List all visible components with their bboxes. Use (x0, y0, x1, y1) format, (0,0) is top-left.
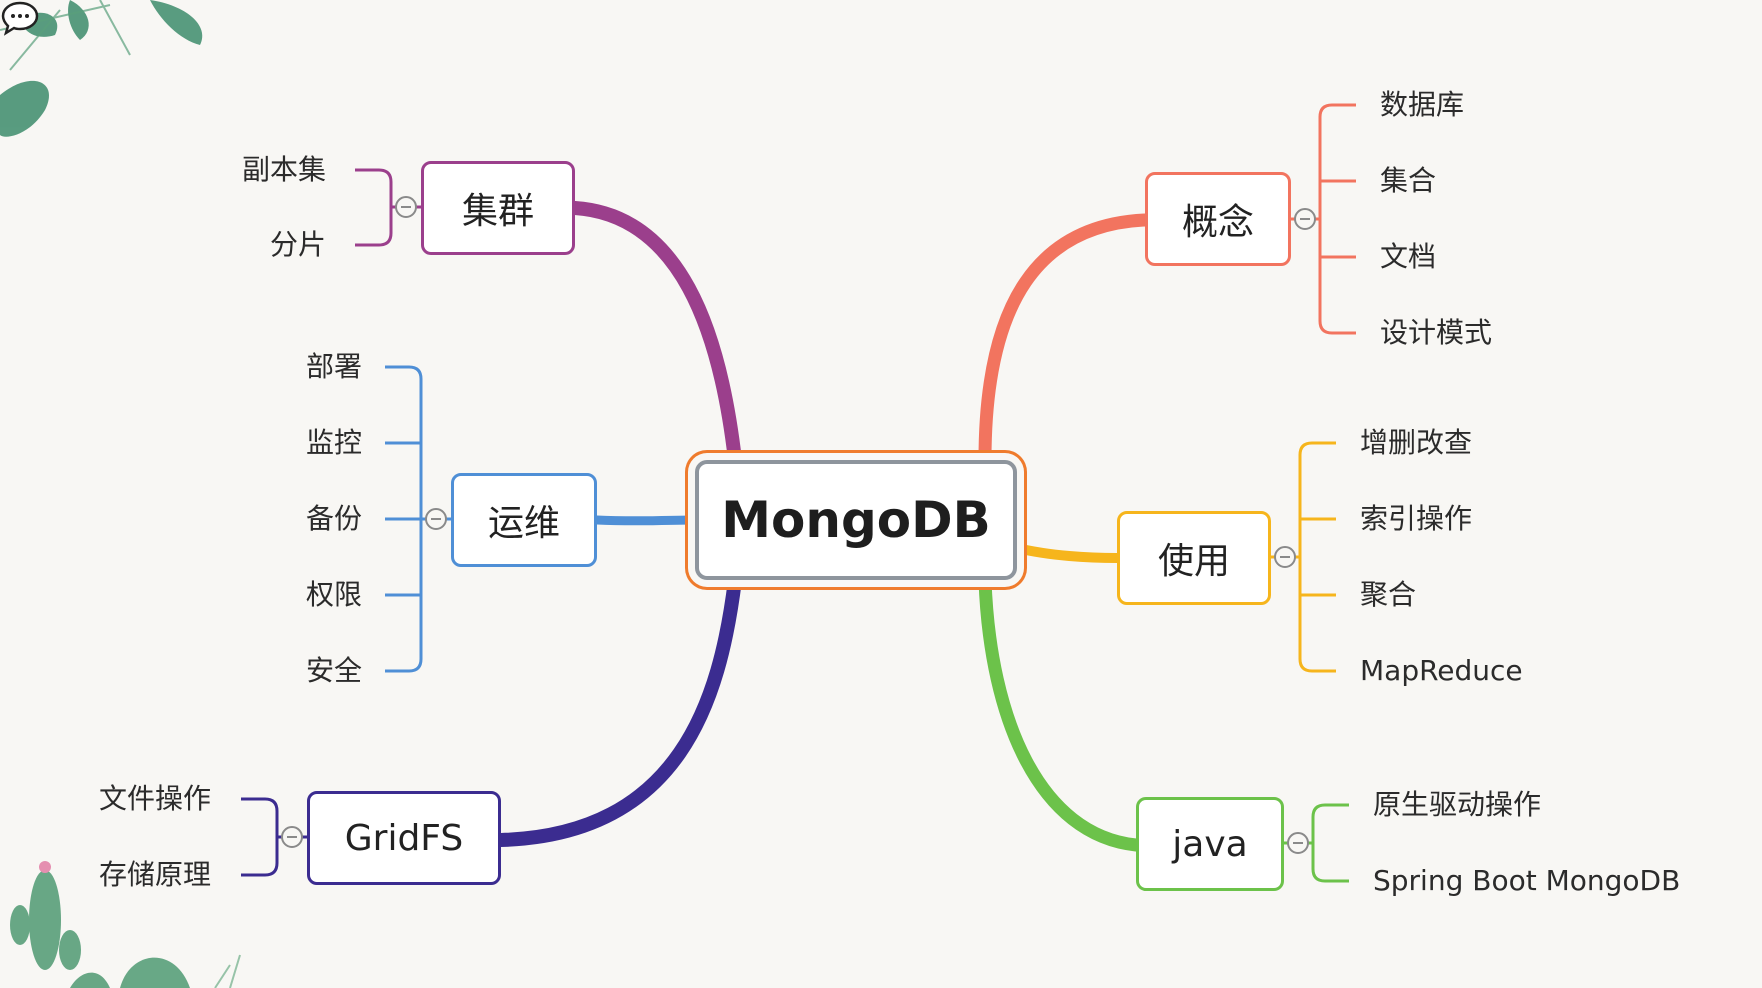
subtopic-usage-1[interactable]: 索引操作 (1360, 502, 1473, 535)
collapse-icon[interactable] (395, 196, 417, 218)
connector-gridfs (494, 573, 742, 847)
collapse-icon[interactable] (1287, 832, 1309, 854)
bracket-cluster (355, 168, 393, 247)
bracket-gridfs (241, 797, 279, 877)
subtopic-usage-3[interactable]: MapReduce (1360, 654, 1523, 687)
cactus-decoration-icon (10, 861, 241, 988)
subtopic-ops-3[interactable]: 权限 (305, 578, 362, 611)
subtopic-gridfs-1[interactable]: 存储原理 (98, 858, 211, 891)
collapse-icon[interactable] (281, 826, 303, 848)
collapse-icon[interactable] (425, 508, 447, 530)
connector-cluster (568, 201, 742, 467)
subtopic-cluster-0[interactable]: 副本集 (241, 153, 326, 186)
bracket-concept (1318, 103, 1356, 335)
collapse-icon[interactable] (1274, 546, 1296, 568)
connector-ops (592, 515, 700, 526)
subtopic-ops-2[interactable]: 备份 (305, 502, 362, 535)
bracket-usage (1298, 441, 1336, 673)
subtopic-ops-4[interactable]: 安全 (305, 654, 362, 687)
branch-topic-usage[interactable]: 使用 (1117, 511, 1271, 605)
subtopic-java-1[interactable]: Spring Boot MongoDB (1373, 864, 1681, 897)
branch-topic-concept[interactable]: 概念 (1145, 172, 1291, 266)
bracket-java (1311, 803, 1349, 883)
connector-java (978, 573, 1143, 852)
root-topic-mongodb[interactable]: MongoDB (695, 460, 1017, 580)
subtopic-usage-2[interactable]: 聚合 (1360, 578, 1417, 611)
collapse-icon[interactable] (1294, 208, 1316, 230)
comment-icon[interactable] (0, 0, 40, 36)
subtopic-concept-1[interactable]: 集合 (1380, 164, 1437, 197)
subtopic-concept-3[interactable]: 设计模式 (1380, 316, 1493, 349)
connector-concept (978, 213, 1152, 467)
subtopic-concept-0[interactable]: 数据库 (1380, 88, 1465, 121)
subtopic-usage-0[interactable]: 增删改查 (1360, 426, 1473, 459)
branch-topic-java[interactable]: java (1136, 797, 1284, 891)
branch-topic-ops[interactable]: 运维 (451, 473, 597, 567)
subtopic-concept-2[interactable]: 文档 (1380, 240, 1437, 273)
subtopic-gridfs-0[interactable]: 文件操作 (98, 782, 211, 815)
subtopic-ops-1[interactable]: 监控 (305, 426, 362, 459)
branch-topic-gridfs[interactable]: GridFS (307, 791, 501, 885)
branch-topic-cluster[interactable]: 集群 (421, 161, 575, 255)
connector-usage (1012, 543, 1122, 563)
subtopic-cluster-1[interactable]: 分片 (269, 228, 326, 261)
subtopic-java-0[interactable]: 原生驱动操作 (1373, 788, 1542, 821)
subtopic-ops-0[interactable]: 部署 (305, 350, 362, 383)
